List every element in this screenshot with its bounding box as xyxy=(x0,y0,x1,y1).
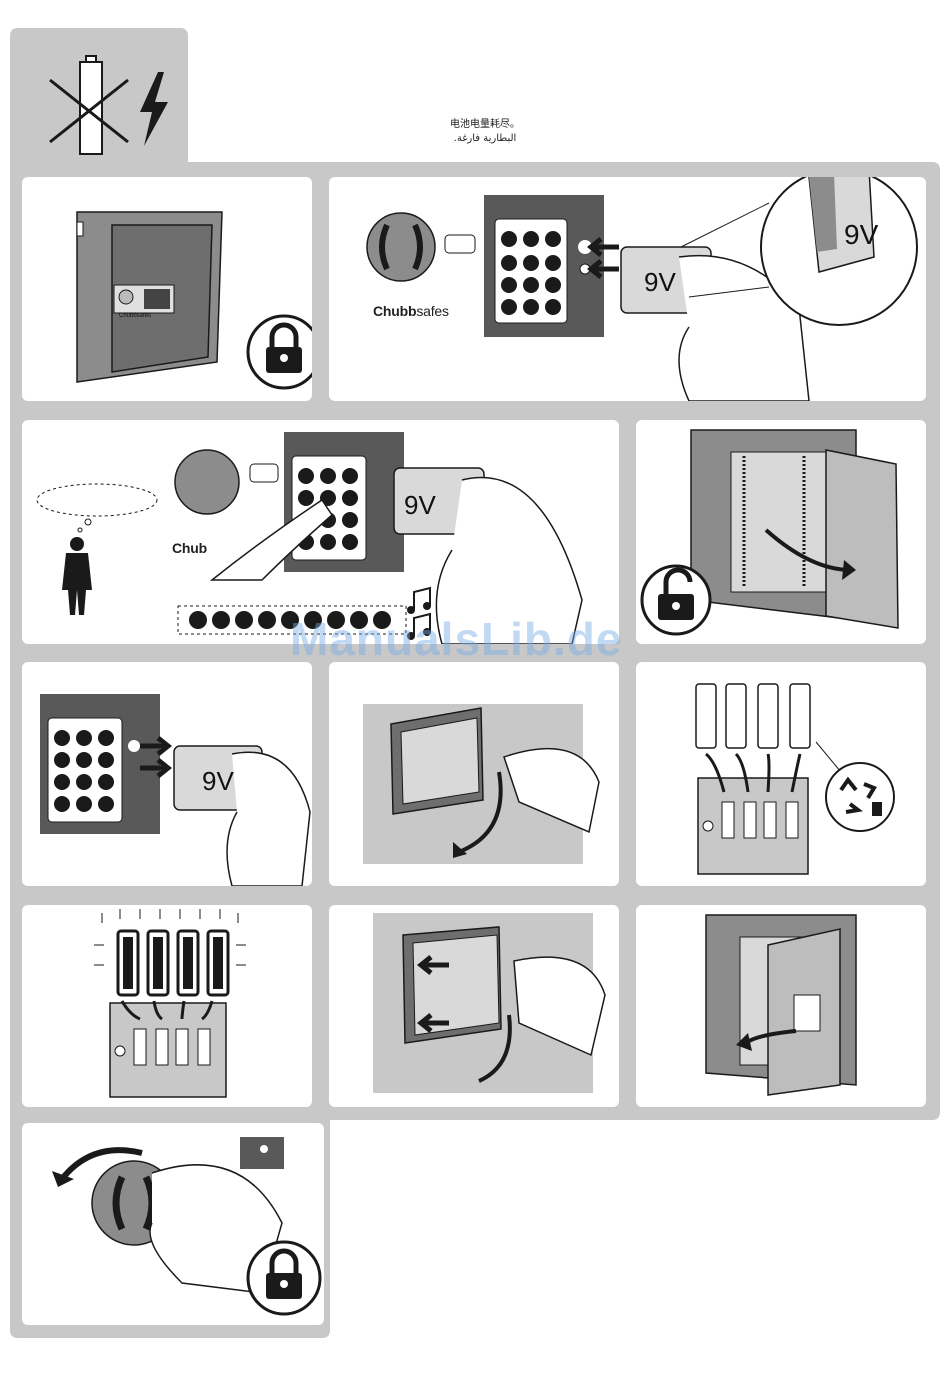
padlock-closed-icon xyxy=(248,1242,320,1314)
panel-remove-9v: 9V xyxy=(22,662,312,886)
battery-crossed-icon xyxy=(50,56,128,154)
battery-label: 9V xyxy=(644,267,676,298)
svg-text:Chubbsafes: Chubbsafes xyxy=(119,313,151,319)
chubb-partial-logo: Chub xyxy=(172,540,207,556)
watermark: ManualsLib.de xyxy=(290,612,622,666)
panel-close-door xyxy=(636,905,926,1107)
person-icon xyxy=(62,537,92,615)
battery-zoom-label: 9V xyxy=(844,219,878,251)
padlock-open-icon xyxy=(642,566,710,634)
panel-safe-open xyxy=(636,420,926,644)
panel-turn-knob xyxy=(22,1123,324,1325)
panel-close-cover xyxy=(329,905,619,1107)
battery-label: 9V xyxy=(404,490,436,521)
lightning-icon xyxy=(140,72,168,146)
battery-empty-caption: 电池电量耗尽。 .البطارية فارغة xyxy=(420,118,550,146)
panel-safe-locked: Chubbsafes xyxy=(22,177,312,401)
panel-enter-code: 9V Chub xyxy=(22,420,619,644)
recycle-icon xyxy=(826,763,894,831)
caption-chinese: 电池电量耗尽。 xyxy=(420,118,550,132)
caption-arabic: .البطارية فارغة xyxy=(420,132,550,146)
panel-open-cover xyxy=(329,662,619,886)
header-icons xyxy=(0,0,200,170)
aa-batteries xyxy=(696,684,810,748)
panel-remove-aa xyxy=(636,662,926,886)
panel-insert-aa xyxy=(22,905,312,1107)
panel-9v-emergency: Chubbsafes 9V 9V xyxy=(329,177,926,401)
battery-label: 9V xyxy=(202,766,234,797)
padlock-closed-icon xyxy=(248,316,312,388)
chubbsafes-logo: Chubbsafes xyxy=(373,303,449,319)
